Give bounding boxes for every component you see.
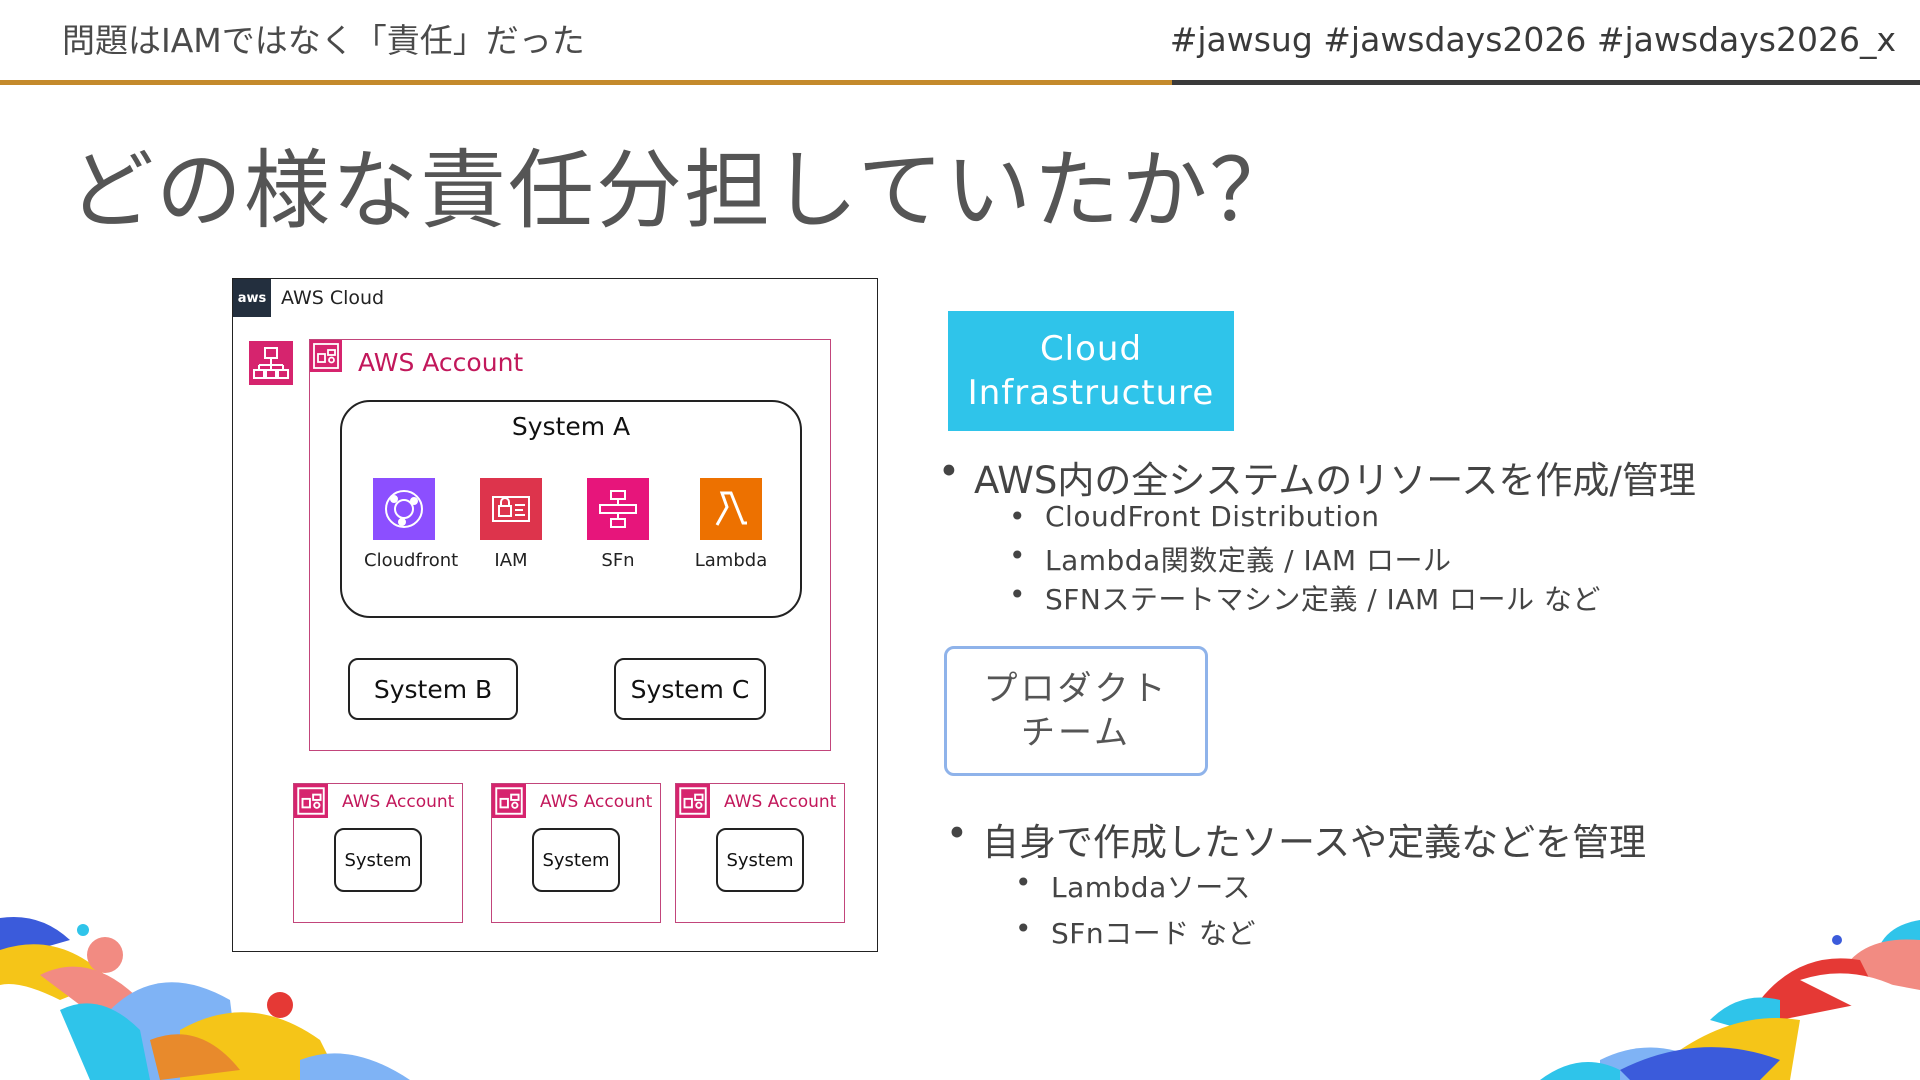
aws-account-small: AWS Account System [675,783,845,923]
step-functions-icon [587,478,649,540]
system-c: System C [614,658,766,720]
product-team-badge: プロダクト チーム [944,646,1208,776]
system-box: System [334,828,422,892]
team-name-line1: Cloud [1039,329,1143,369]
lambda-icon [700,478,762,540]
section-title: 問題はIAMではなく「責任」だった [62,21,585,60]
service-cloudfront: Cloudfront [364,478,459,571]
team-name-line2: Infrastructure [967,373,1215,413]
system-b: System B [348,658,518,720]
account-label: AWS Account [342,792,455,812]
cloud-team-sub-bullet: SFNステートマシン定義 / IAM ロール など [1009,578,1601,618]
aws-logo-icon: aws [233,279,271,317]
service-label: Cloudfront [364,550,459,571]
system-box: System [532,828,620,892]
product-team-sub-bullet: Lambdaソース [1015,866,1251,906]
hashtags: #jawsug #jawsdays2026 #jawsdays2026_x [1169,20,1896,59]
service-iam: IAM [471,478,551,571]
service-lambda: Lambda [691,478,771,571]
aws-architecture-diagram: aws AWS Cloud AWS Account System A [232,278,878,952]
service-label: IAM [494,550,528,571]
account-icon [676,784,710,818]
bottom-left-decoration [0,916,410,1080]
cloud-infrastructure-team-badge: Cloud Infrastructure [948,311,1234,431]
header-rule-dark [1172,80,1920,85]
service-label: Lambda [694,550,768,571]
main-account-label: AWS Account [358,348,524,377]
cloud-team-bullet: AWS内の全システムのリソースを作成/管理 [938,450,1696,504]
bottom-right-decoration [1540,920,1920,1080]
cloudfront-icon [373,478,435,540]
account-icon [310,340,342,372]
account-icon [294,784,328,818]
cloud-team-sub-bullet: Lambda関数定義 / IAM ロール [1009,539,1451,579]
slide-title: どの様な責任分担していたか？ [68,141,1298,241]
account-label: AWS Account [540,792,653,812]
account-label: AWS Account [724,792,837,812]
system-a: System A Cloudfront IAM [340,400,802,618]
team-name-line1: プロダクト [983,669,1169,709]
iam-icon [480,478,542,540]
organizations-icon [249,341,293,385]
product-team-bullet: 自身で作成したソースや定義などを管理 [946,812,1646,866]
aws-account-small: AWS Account System [491,783,661,923]
aws-cloud-label: AWS Cloud [281,287,385,309]
system-a-title: System A [511,412,631,441]
aws-account-small: AWS Account System [293,783,463,923]
team-name-line2: チーム [1021,713,1131,753]
service-step-functions: SFn [578,478,658,571]
product-team-sub-bullet: SFnコード など [1015,912,1256,952]
system-box: System [716,828,804,892]
cloud-team-sub-bullet: CloudFront Distribution [1009,500,1380,533]
account-icon [492,784,526,818]
header-rule-gold [0,80,1690,85]
main-aws-account: AWS Account System A Cloudfront [309,339,831,751]
service-label: SFn [601,550,635,571]
